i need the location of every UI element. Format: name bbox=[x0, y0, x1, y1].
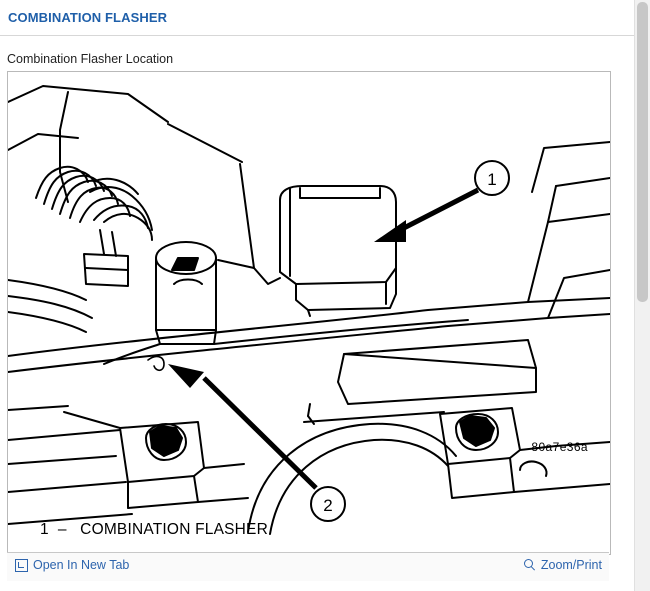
combination-flasher-diagram: 1 2 bbox=[8, 85, 610, 535]
page-title: COMBINATION FLASHER bbox=[8, 10, 168, 25]
callout-1-arrow bbox=[374, 187, 480, 242]
zoom-print-button[interactable]: Zoom/Print bbox=[523, 558, 602, 572]
header-divider bbox=[0, 35, 650, 36]
magnifier-icon bbox=[523, 559, 536, 571]
legend-row-1: 1 – COMBINATION FLASHER bbox=[40, 521, 268, 538]
figure-footer: Open In New Tab Zoom/Print bbox=[7, 552, 609, 581]
figure-container[interactable]: 1 2 80a7e36a 1 – COMBINATION FLASHER 2 –… bbox=[7, 71, 611, 555]
figure-part-number: 80a7e36a bbox=[531, 440, 588, 454]
callout-2-number: 2 bbox=[323, 496, 332, 515]
figure-caption: Combination Flasher Location bbox=[7, 52, 174, 66]
callout-2-arrow bbox=[168, 364, 318, 490]
zoom-print-label: Zoom/Print bbox=[540, 558, 602, 572]
figure-legend: 1 – COMBINATION FLASHER 2 – MULTI-FUNCTI… bbox=[40, 470, 280, 554]
callout-2-circle bbox=[310, 486, 346, 522]
callout-1-number: 1 bbox=[487, 170, 496, 189]
page-scrollbar[interactable] bbox=[634, 0, 650, 591]
open-in-new-tab-label: Open In New Tab bbox=[33, 558, 130, 572]
scrollbar-thumb[interactable] bbox=[637, 2, 648, 302]
callout-1-circle bbox=[474, 160, 510, 196]
open-in-new-tab-icon bbox=[15, 558, 28, 572]
open-in-new-tab-button[interactable]: Open In New Tab bbox=[15, 558, 129, 572]
